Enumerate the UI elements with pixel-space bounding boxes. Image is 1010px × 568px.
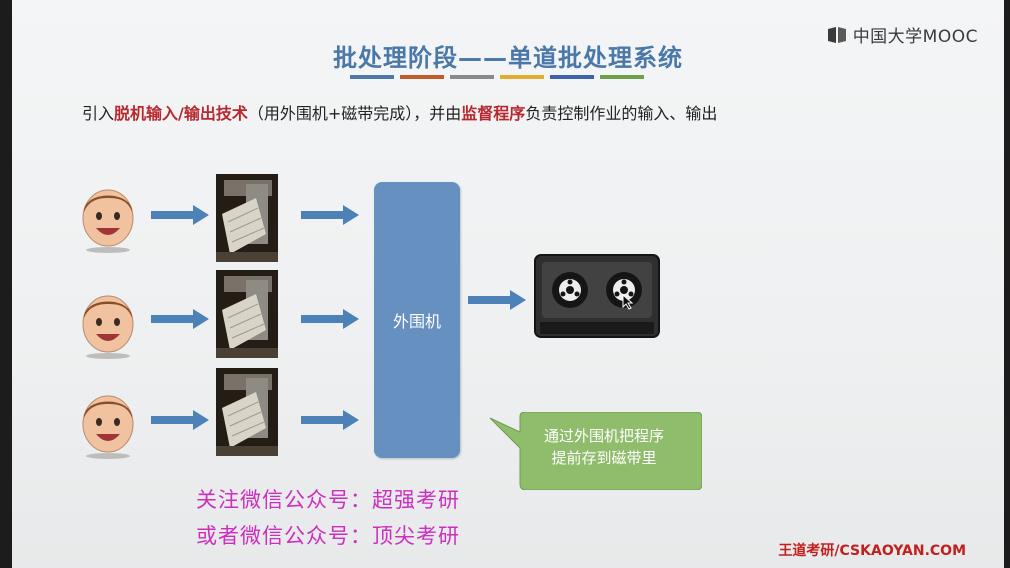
card-reader-photo (216, 174, 278, 262)
intro-highlight-offline-io: 脱机输入/输出技术 (114, 104, 248, 123)
color-bar (400, 75, 444, 79)
slide: 中国大学MOOC 批处理阶段——单道批处理系统 引入脱机输入/输出技术（用外围机… (12, 0, 1004, 568)
peripheral-label: 外围机 (392, 312, 441, 331)
card-reader-photo (216, 270, 278, 358)
intro-sentence: 引入脱机输入/输出技术（用外围机+磁带完成），并由监督程序负责控制作业的输入、输… (82, 100, 717, 124)
callout-bubble (489, 412, 702, 490)
user-face-icon (82, 295, 134, 359)
watermark: 王道考研/CSKAOYAN.COM (778, 543, 966, 559)
user-face-icon (82, 395, 134, 459)
right-arrow-icon (301, 309, 359, 329)
intro-highlight-monitor: 监督程序 (461, 104, 526, 123)
color-bar (350, 75, 394, 79)
slide-title: 批处理阶段——单道批处理系统 (333, 44, 683, 72)
mooc-logo-icon (827, 26, 847, 44)
color-bar (500, 75, 544, 79)
title-color-bars (350, 75, 644, 79)
intro-text-2: （用外围机+磁带完成），并由 (247, 104, 462, 123)
intro-text-3: 负责控制作业的输入、输出 (525, 104, 718, 123)
right-arrow-icon (301, 410, 359, 430)
promo-line-2: 或者微信公众号：顶尖考研 (196, 524, 460, 548)
right-arrow-icon (301, 205, 359, 225)
mooc-logo: 中国大学MOOC (827, 22, 978, 47)
callout-text: 通过外围机把程序 提前存到磁带里 (514, 425, 694, 469)
right-arrow-icon (151, 410, 209, 430)
color-bar (600, 75, 644, 79)
right-arrow-icon (151, 205, 209, 225)
color-bar (450, 75, 494, 79)
card-reader-photo (216, 368, 278, 456)
callout-line-1: 通过外围机把程序 (543, 427, 664, 445)
intro-text-1: 引入 (82, 104, 115, 123)
mooc-logo-text: 中国大学MOOC (852, 27, 978, 47)
right-arrow-icon (468, 290, 526, 310)
magnetic-tape-icon (534, 254, 660, 338)
color-bar (550, 75, 594, 79)
peripheral-machine-box: 外围机 (374, 182, 460, 458)
promo-line-1: 关注微信公众号：超强考研 (196, 488, 460, 512)
right-arrow-icon (151, 309, 209, 329)
callout-line-2: 提前存到磁带里 (551, 449, 657, 467)
user-face-icon (82, 189, 134, 253)
mouse-cursor-icon (622, 294, 634, 310)
